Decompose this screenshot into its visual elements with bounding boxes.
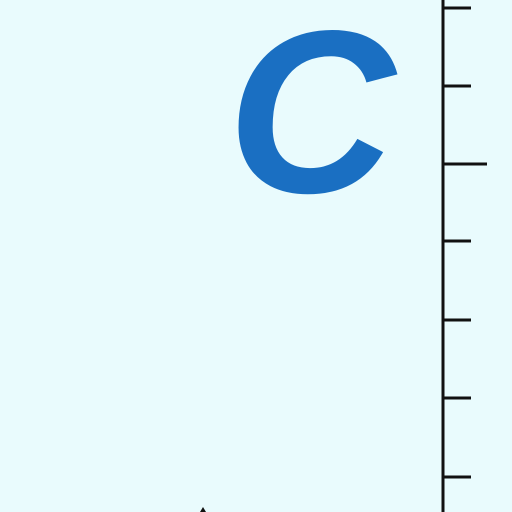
vertical-axis bbox=[441, 0, 487, 512]
panel-letter: C bbox=[227, 0, 395, 242]
bottom-edge-mark bbox=[200, 507, 206, 512]
